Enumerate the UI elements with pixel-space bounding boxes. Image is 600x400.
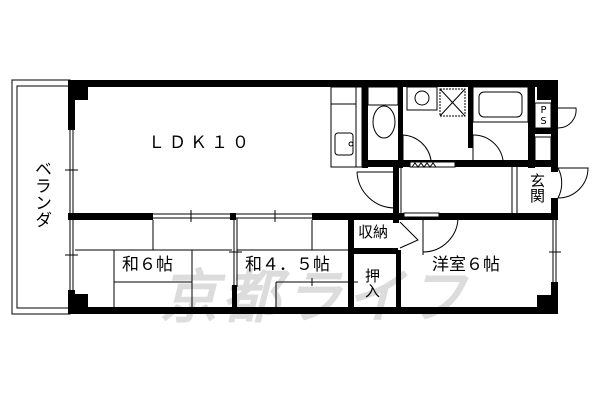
room-label-ldk: ＬＤＫ１０ xyxy=(148,133,253,153)
room-label-veranda: ベランダ xyxy=(31,160,51,228)
room-label-washitsu-4-5: 和４．５帖 xyxy=(245,255,330,275)
tatami-lines xyxy=(75,220,348,310)
closet-doors xyxy=(345,254,358,310)
pipe-space xyxy=(534,102,552,163)
watermark: 京都ライフ xyxy=(160,263,471,331)
kitchen-counter xyxy=(330,86,363,168)
toilet xyxy=(367,86,399,139)
right-windows xyxy=(549,220,561,283)
left-windows xyxy=(65,130,78,292)
bathtub xyxy=(472,86,529,123)
room-label-youshitsu-6: 洋室６帖 xyxy=(432,255,500,275)
room-label-entrance: 玄関 xyxy=(528,173,546,203)
room-label-closet: 押入 xyxy=(363,268,381,298)
door-swings xyxy=(356,107,589,255)
room-label-pipe-space: PS xyxy=(538,105,549,127)
sliding-doors-tatami xyxy=(153,210,312,287)
washroom xyxy=(406,86,466,168)
room-label-storage: 収納 xyxy=(358,223,389,241)
corridor xyxy=(400,167,518,218)
room-label-washitsu-6: 和６帖 xyxy=(122,255,173,275)
outer-walls xyxy=(68,80,558,314)
